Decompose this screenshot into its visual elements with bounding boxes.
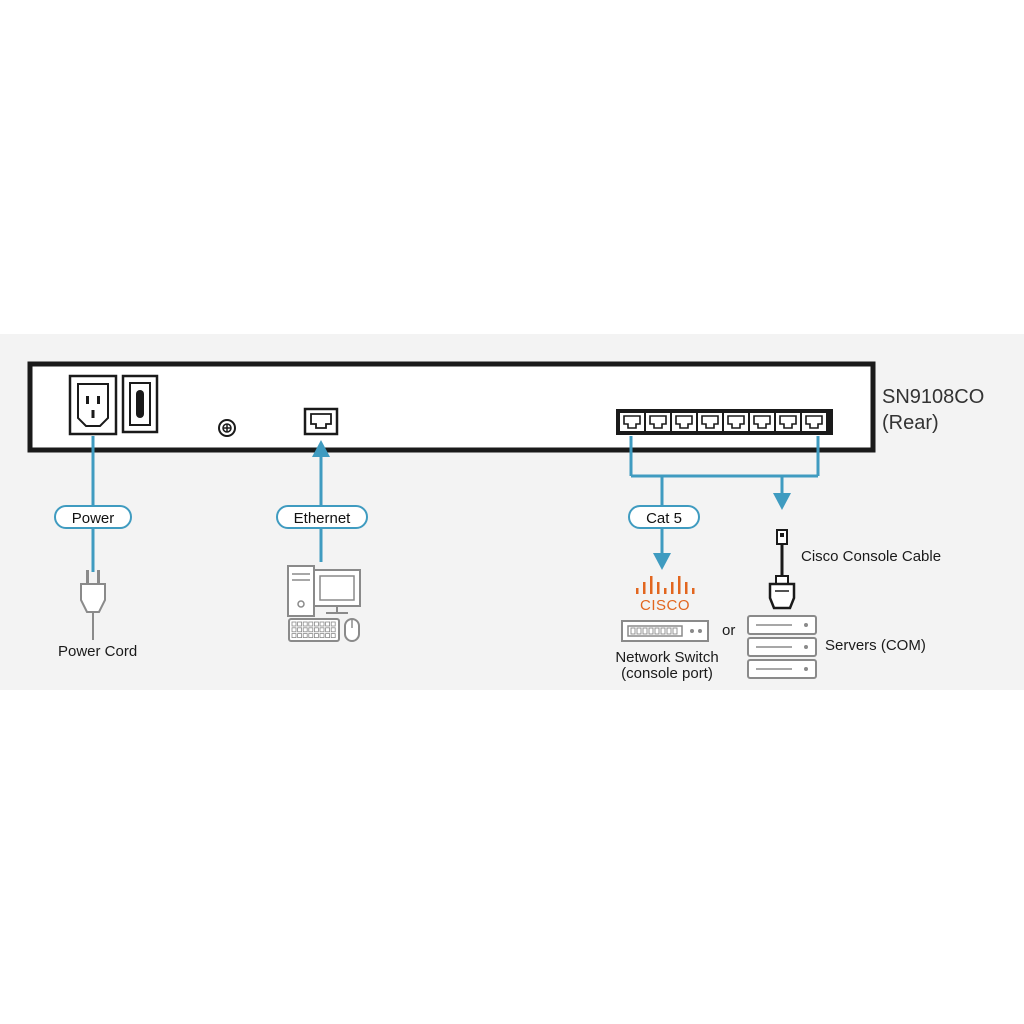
console-cable-icon (768, 529, 796, 610)
power-connector-label: Power (54, 505, 132, 529)
power-cord-label: Power Cord (58, 643, 138, 660)
servers-label: Servers (COM) (825, 637, 926, 654)
ethernet-cable (312, 440, 330, 562)
network-switch-label-line1: Network Switch (615, 649, 719, 666)
rj45-port-icon (646, 413, 670, 431)
network-switch-label-line2: (console port) (621, 665, 713, 682)
ethernet-port-icon (303, 407, 339, 436)
rj45-port-icon (698, 413, 722, 431)
cisco-logo-text: CISCO (640, 597, 691, 614)
rj45-port-icon (620, 413, 644, 431)
computer-icon (287, 565, 361, 642)
power-plug-icon (80, 570, 106, 640)
power-inlet-icon (68, 374, 118, 436)
power-switch-icon (121, 374, 159, 434)
serial-cables (629, 436, 820, 570)
network-switch-label: Network Switch (console port) (604, 650, 730, 682)
ethernet-connector-label: Ethernet (276, 505, 368, 529)
device-view-label: (Rear) (882, 412, 939, 434)
ground-screw-icon (218, 419, 236, 437)
rj45-port-icon (672, 413, 696, 431)
rj45-port-icon (776, 413, 800, 431)
cisco-console-cable-label: Cisco Console Cable (801, 548, 942, 565)
or-label: or (722, 622, 736, 639)
network-switch-icon (621, 620, 709, 642)
device-model-name: SN9108CO (882, 386, 985, 408)
rj45-port-icon (802, 413, 826, 431)
device-model-label: SN9108CO (Rear) (882, 384, 984, 436)
cat5-connector-label: Cat 5 (628, 505, 700, 529)
device-chassis (27, 361, 876, 453)
rj45-port-icon (750, 413, 774, 431)
rj45-port-icon (724, 413, 748, 431)
serial-ports-block (616, 409, 833, 435)
server-stack-icon (747, 615, 817, 679)
cisco-logo-icon (636, 576, 695, 594)
